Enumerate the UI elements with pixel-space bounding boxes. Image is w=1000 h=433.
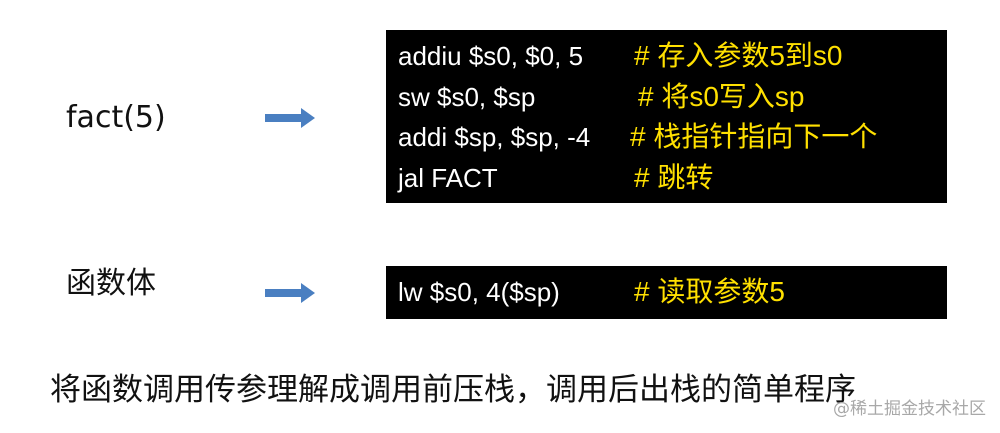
code-line: addi $sp, $sp, -4 # 栈指针指向下一个 bbox=[398, 117, 947, 158]
code-line: sw $s0, $sp # 将s0写入sp bbox=[398, 77, 947, 118]
function-body-label: 函数体 bbox=[66, 266, 156, 301]
code-comment: # 栈指针指向下一个 bbox=[630, 121, 878, 152]
call-code-block: addiu $s0, $0, 5 # 存入参数5到s0 sw $s0, $sp … bbox=[386, 30, 947, 203]
code-line: jal FACT # 跳转 bbox=[398, 158, 947, 199]
code-instruction: jal FACT bbox=[398, 162, 498, 193]
code-line: lw $s0, 4($sp) # 读取参数5 bbox=[398, 272, 947, 313]
watermark: @稀土掘金技术社区 bbox=[833, 399, 986, 419]
code-comment: # 存入参数5到s0 bbox=[634, 40, 843, 71]
caption: 将函数调用传参理解成调用前压栈，调用后出栈的简单程序 bbox=[50, 372, 856, 408]
code-instruction: addiu $s0, $0, 5 bbox=[398, 41, 584, 71]
right-arrow-icon bbox=[265, 283, 315, 303]
code-instruction: lw $s0, 4($sp) bbox=[398, 277, 560, 307]
body-code-block: lw $s0, 4($sp) # 读取参数5 bbox=[386, 266, 947, 319]
code-line: addiu $s0, $0, 5 # 存入参数5到s0 bbox=[398, 36, 947, 77]
code-instruction: sw $s0, $sp bbox=[398, 81, 536, 112]
code-comment: # 将s0写入sp bbox=[638, 80, 805, 112]
code-instruction: addi $sp, $sp, -4 bbox=[398, 122, 591, 152]
code-comment: # 跳转 bbox=[634, 161, 714, 193]
code-comment: # 读取参数5 bbox=[634, 276, 785, 307]
call-label: fact(5) bbox=[66, 100, 166, 135]
right-arrow-icon bbox=[265, 108, 315, 128]
